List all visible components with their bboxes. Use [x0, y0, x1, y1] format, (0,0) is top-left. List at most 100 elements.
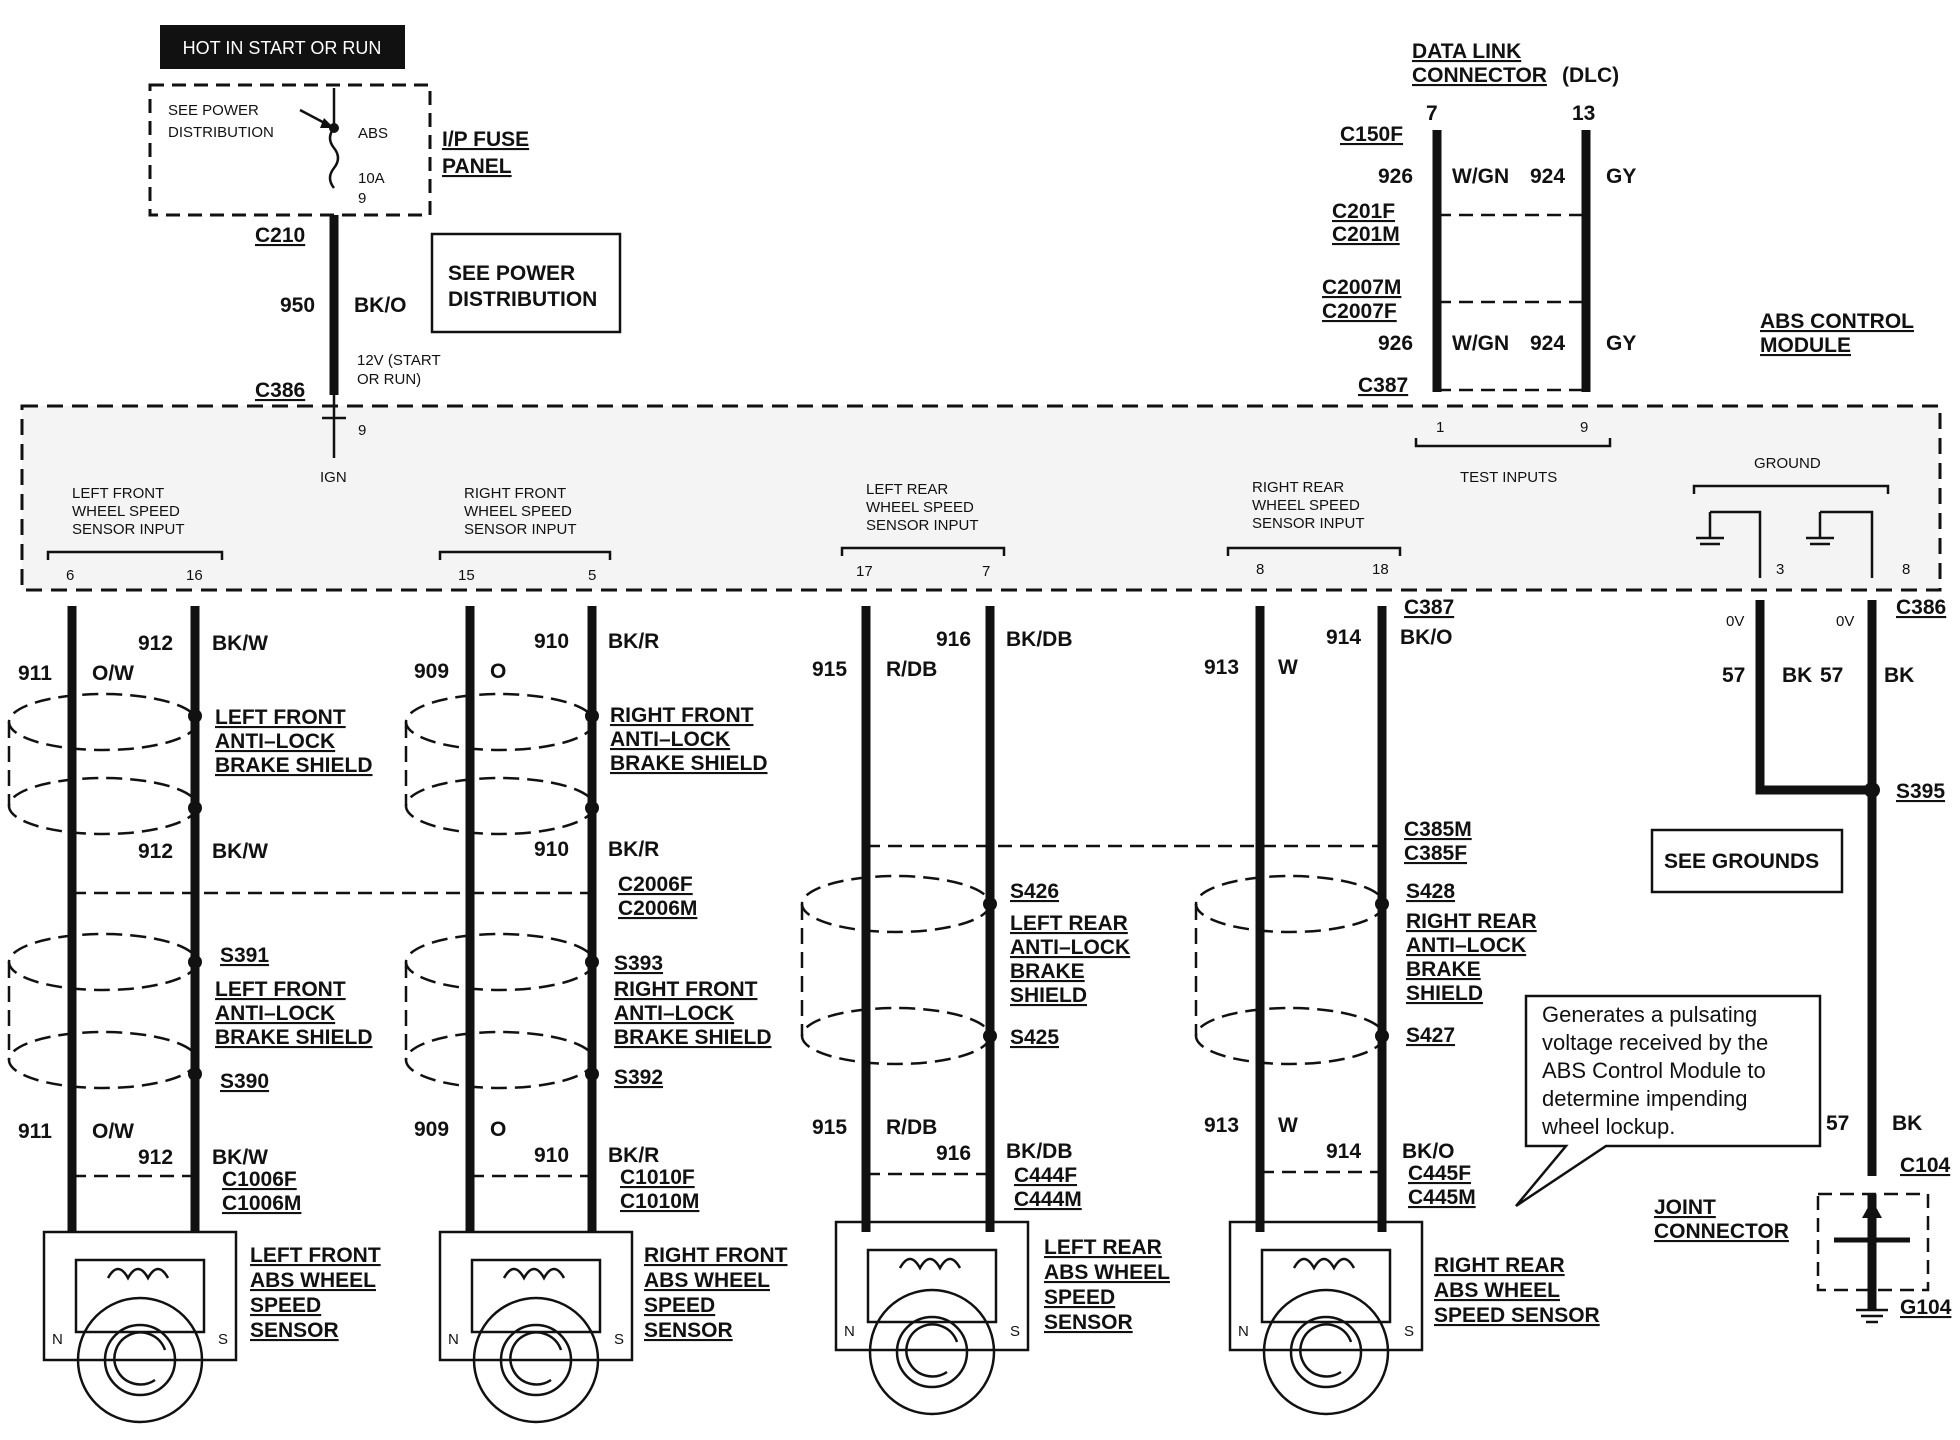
rf-connector-1: C1010F [620, 1166, 695, 1189]
rf-splice-bottom: S392 [614, 1066, 663, 1089]
lf-connector-1: C1006F [222, 1168, 297, 1191]
rr-wire-a-color-3: W [1278, 1114, 1298, 1137]
lf-sensor-n-pole: N [52, 1331, 63, 1348]
input-rf-line-3: SENSOR INPUT [464, 521, 577, 538]
rf-wire-b-number-2: 910 [534, 838, 569, 861]
rr-shield-3: BRAKE [1406, 958, 1481, 981]
ground-wire-57-left [1755, 600, 1872, 795]
lr-connector-2: C444M [1014, 1188, 1082, 1211]
lf-sensor-3: SPEED [250, 1294, 321, 1317]
joint-connector-arrow [1862, 1200, 1882, 1218]
ground-pin-8: 8 [1902, 561, 1910, 578]
rr-sensor-housing [1228, 1220, 1424, 1352]
ground-lead-2 [1820, 510, 1874, 578]
lf-shield-bottom-1: LEFT FRONT [215, 978, 346, 1001]
lf-shield-top-3: BRAKE SHIELD [215, 754, 373, 777]
rr-shield-lower [1194, 1006, 1386, 1066]
lr-shield-2: ANTI–LOCK [1010, 936, 1130, 959]
lr-sensor-housing [834, 1220, 1030, 1352]
rr-shield-2: ANTI–LOCK [1406, 934, 1526, 957]
lr-shield-1: LEFT REAR [1010, 912, 1128, 935]
circuit-left-front: 912 BK/W 911 O/W LEFT FRONT ANTI–LOCK BR… [7, 606, 470, 1424]
lr-wire-b-color: BK/DB [1006, 628, 1073, 651]
lf-shield-top-2: ANTI–LOCK [215, 730, 335, 753]
rf-splice-top: S393 [614, 952, 663, 975]
dlc-pin-7: 7 [1426, 102, 1438, 125]
rf-sensor-4: SENSOR [644, 1319, 733, 1342]
dlc-title-2: CONNECTOR [1412, 64, 1547, 87]
rf-sensor-2: ABS WHEEL [644, 1269, 770, 1292]
rr-shield-upper [1194, 874, 1386, 934]
rr-sensor-gear-hub [1289, 1315, 1363, 1389]
input-lf-line-3: SENSOR INPUT [72, 521, 185, 538]
rr-sensor-2: ABS WHEEL [1434, 1279, 1560, 1302]
see-power-box[interactable] [430, 232, 622, 334]
input-rr-pin-a: 8 [1256, 561, 1264, 578]
lr-wire-a-number-3: 915 [812, 1116, 847, 1139]
input-rr-bracket [1226, 546, 1402, 556]
wire-950-number: 950 [280, 294, 315, 317]
rr-sensor-coil [1292, 1257, 1356, 1271]
lr-shield-upper [800, 874, 992, 934]
s395-node [1864, 782, 1880, 798]
lf-shield-top-upper [7, 692, 199, 752]
module-input-rr: RIGHT REAR WHEEL SPEED SENSOR INPUT 8 18 [1226, 479, 1402, 578]
rf-sensor-coil-box [470, 1258, 602, 1334]
lf-wire-b-number: 912 [138, 632, 173, 655]
gnd-wire-57-lower: 57 [1826, 1112, 1849, 1135]
rf-wire-b-color-2: BK/R [608, 838, 659, 861]
rr-c387-label: C387 [1404, 596, 1454, 619]
rr-shield-1: RIGHT REAR [1406, 910, 1537, 933]
rf-sensor-3: SPEED [644, 1294, 715, 1317]
rf-shield-top-upper [404, 692, 596, 752]
lf-splice-bottom: S390 [220, 1070, 269, 1093]
lr-wire-b-color-3: BK/DB [1006, 1140, 1073, 1163]
input-rf-pin-b: 5 [588, 567, 596, 584]
callout-line-3: ABS Control Module to [1542, 1058, 1766, 1083]
c2007m-label: C2007M [1322, 276, 1401, 299]
rf-splice-top-node [585, 955, 599, 969]
input-rf-bracket [438, 550, 612, 560]
lr-splice-top: S426 [1010, 880, 1059, 903]
rr-splice-bottom-node [1375, 1029, 1389, 1043]
see-grounds-box[interactable] [1650, 828, 1844, 894]
callout-line-5: wheel lockup. [1541, 1114, 1675, 1139]
rr-connector-1: C445F [1408, 1162, 1471, 1185]
lf-shield-bottom-2: ANTI–LOCK [215, 1002, 335, 1025]
lr-shield-3: BRAKE [1010, 960, 1085, 983]
lr-splice-top-node [983, 897, 997, 911]
lf-wire-a-color-3: O/W [92, 1120, 134, 1143]
rr-splice-top-node [1375, 897, 1389, 911]
rf-splice-bottom-node [585, 1067, 599, 1081]
lr-sensor-coil-box [866, 1248, 998, 1324]
lf-wire-b-number-3: 912 [138, 1146, 173, 1169]
input-rf-pin-a: 15 [458, 567, 475, 584]
lf-shield-top-node-1 [188, 709, 202, 723]
lf-shield-top-node-2 [188, 801, 202, 815]
lf-splice-bottom-node [188, 1067, 202, 1081]
lr-splice-bottom-node [983, 1029, 997, 1043]
lf-sensor-4: SENSOR [250, 1319, 339, 1342]
lf-sensor-housing [42, 1230, 238, 1362]
lf-sensor-coil-box [74, 1258, 206, 1334]
rf-sensor-gear-hub [499, 1323, 573, 1397]
see-power-small-1: SEE POWER [168, 102, 259, 119]
dlc-title-suffix: (DLC) [1562, 64, 1619, 87]
rf-shield-top-3: BRAKE SHIELD [610, 752, 768, 775]
lf-wire-a-number-3: 911 [18, 1120, 52, 1143]
lf-wire-a-color: O/W [92, 662, 134, 685]
gnd-color-bk-right: BK [1884, 664, 1914, 687]
module-input-lf: LEFT FRONT WHEEL SPEED SENSOR INPUT 6 16 [46, 485, 224, 584]
input-rr-line-2: WHEEL SPEED [1252, 497, 1360, 514]
lf-wire-b-number-2: 912 [138, 840, 173, 863]
lr-shield-4: SHIELD [1010, 984, 1087, 1007]
gnd-volt-right: 0V [1836, 613, 1854, 630]
gnd-color-bk-lower: BK [1892, 1112, 1922, 1135]
rf-shield-top-node-2 [585, 801, 599, 815]
rf-shield-bottom-lower [404, 1030, 596, 1090]
rf-connector-2: C1010M [620, 1190, 699, 1213]
joint-connector-1: JOINT [1654, 1196, 1716, 1219]
wire-924-number-2: 924 [1530, 332, 1565, 355]
rr-sensor-3: SPEED SENSOR [1434, 1304, 1600, 1327]
fuse-panel-label-1: I/P FUSE [442, 128, 529, 151]
